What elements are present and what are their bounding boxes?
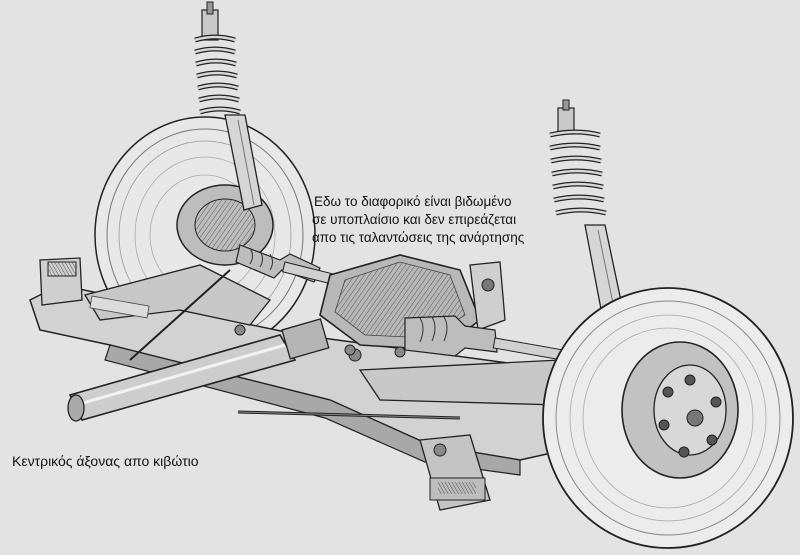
left-coil-spring bbox=[194, 34, 241, 115]
propshaft-annotation: Κεντρικός άξονας απο κιβώτιο bbox=[12, 453, 199, 469]
right-coil-spring bbox=[549, 129, 607, 216]
differential-annotation-line2: σε υποπλαίσιο και δεν επιρεάζεται bbox=[312, 212, 517, 227]
engraver-signature bbox=[89, 295, 150, 319]
right-wheel bbox=[542, 287, 794, 549]
left-shock-absorber bbox=[201, 1, 263, 211]
propeller-shaft bbox=[67, 318, 330, 422]
differential-annotation-line3: απο τις ταλαντώσεις της ανάρτησης bbox=[312, 230, 525, 245]
differential-annotation: Εδω το διαφορικό είναι βιδωμένο σε υποπλ… bbox=[312, 193, 525, 247]
differential-annotation-line1: Εδω το διαφορικό είναι βιδωμένο bbox=[314, 194, 512, 209]
